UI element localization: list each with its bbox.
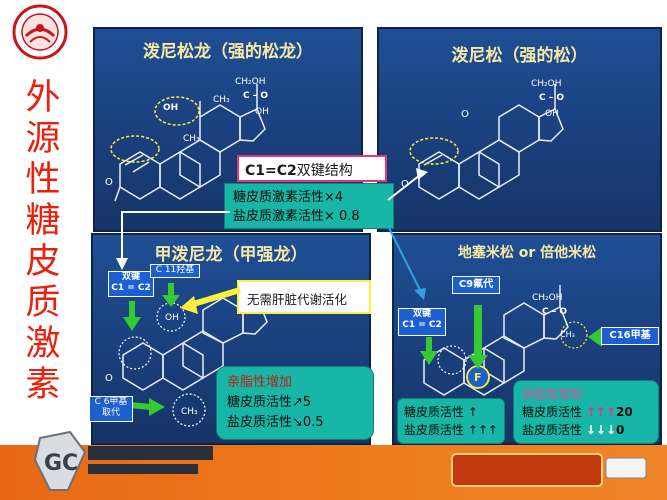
double-bond-box-2: 双键 C1 = C2 (398, 308, 446, 336)
steroid-structure (110, 84, 266, 202)
panel-title: 地塞米松 or 倍他米松 (457, 245, 597, 261)
mineralo-activity-value: 0 (616, 423, 625, 437)
o-label-2: O (401, 179, 409, 190)
vertical-title: 外 源 性 糖 皮 质 激 素 (25, 78, 61, 405)
gluco-activity-line: 糖皮质激素活性×4 (233, 190, 344, 205)
beta-activity-callout: 亲脂性增加 糖皮质活性 ↑↑↑20 盐皮质活性 ↓↓↓0 (513, 380, 659, 444)
ch3-label: CH₃ (560, 330, 575, 339)
ch3-label-2: CH₃ (183, 134, 200, 144)
down-arrows-icon: ↓↓↓ (585, 423, 617, 437)
campaign-logo-icon: GC (30, 430, 220, 496)
society-logo-icon (12, 4, 68, 60)
c1c2-prefix: C1=C2 (245, 163, 297, 179)
co-label: C – O (243, 91, 269, 101)
mineralo-activity-line: 盐皮质活性 ↑↑↑ (404, 423, 498, 437)
c6-methyl-box: C 6甲基 取代 (89, 396, 133, 422)
o-label: O (105, 177, 113, 188)
ch2oh-label: CH₂OH (532, 293, 563, 303)
up-arrows-icon: ↑↑↑ (585, 405, 617, 419)
gluco-activity-value: 20 (616, 405, 633, 419)
panel-prednisone: 泼尼松（强的松） O CH₂OH C – O OH O (377, 27, 662, 232)
no-liver-callout: 无需肝脏代谢活化 (237, 280, 371, 314)
c1c2-suffix: 双键结构 (296, 163, 353, 179)
oh-label-2: OH (255, 107, 269, 117)
ch2oh-label: CH₂OH (235, 77, 266, 87)
c16-methyl-box: C16甲基 (601, 327, 659, 345)
no-liver-text: 无需肝脏代谢活化 (247, 292, 348, 307)
lipophilic-callout: 亲脂性增加 糖皮质活性↗5 盐皮质活性↘0.5 (216, 366, 374, 440)
gluco-activity-line: 糖皮质活性 ↑ (404, 405, 478, 419)
dexa-activity-callout: 糖皮质活性 ↑ 盐皮质活性 ↑↑↑ (397, 398, 505, 444)
co-label: C – O (542, 307, 568, 317)
c9-fluoro-box: C9氟代 (452, 276, 500, 294)
gluco-activity-label: 糖皮质活性 (522, 405, 583, 419)
c11-hydroxyl-box: C 11羟基 (150, 264, 200, 278)
steroid-structure (409, 84, 564, 200)
campaign-banner-icon (450, 448, 650, 492)
oh-label: OH (163, 103, 179, 113)
mineralo-activity-line: 盐皮质活性↘0.5 (227, 415, 324, 430)
ch2oh-label: CH₂OH (531, 79, 562, 89)
o-label: O (105, 373, 113, 384)
mineralo-activity-line: 盐皮质激素活性× 0.8 (233, 209, 360, 224)
lipophilic-title: 亲脂性增加 (227, 375, 293, 390)
o-label: O (461, 109, 469, 120)
oh-label: OH (545, 109, 559, 119)
fluorine-label: F (474, 371, 482, 384)
co-label: C – O (539, 93, 565, 103)
ch3-label: CH₃ (181, 407, 198, 417)
activity-callout: 糖皮质激素活性×4 盐皮质激素活性× 0.8 (224, 183, 394, 229)
c1c2-label: C1=C2双键结构 (237, 155, 387, 182)
double-bond-box: 双键 C1 = C2 (108, 271, 154, 297)
ch3-label: CH₃ (213, 95, 230, 105)
gluco-activity-line: 糖皮质活性↗5 (227, 395, 312, 410)
beta-lipophilic-title: 亲脂性增加 (522, 387, 583, 401)
mineralo-activity-label: 盐皮质活性 (522, 423, 583, 437)
panel-title: 泼尼松龙（强的松龙） (143, 42, 313, 62)
svg-text:GC: GC (44, 451, 78, 476)
panel-title: 泼尼松（强的松） (451, 46, 588, 66)
oh-label: OH (165, 313, 179, 323)
